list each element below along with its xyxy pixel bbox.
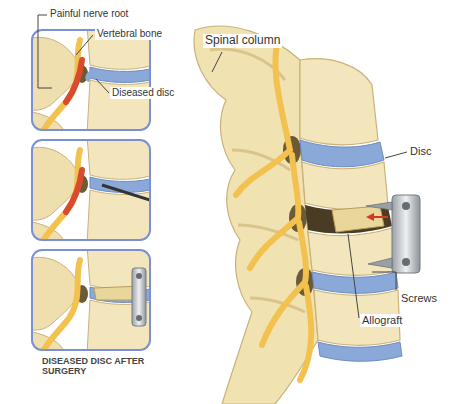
- part-label: DISEASED DISC AFTER SURGERY: [40, 356, 162, 377]
- part-label: Spinal column: [203, 34, 282, 48]
- part-label: Vertebral bone: [95, 28, 164, 40]
- part-label: Painful nerve root: [48, 8, 130, 20]
- part-label: Disc: [408, 145, 433, 158]
- leader-lines: [38, 15, 407, 318]
- part-label: Diseased disc: [110, 87, 176, 99]
- part-label: Allograft: [360, 314, 404, 327]
- part-label: Screws: [399, 292, 439, 305]
